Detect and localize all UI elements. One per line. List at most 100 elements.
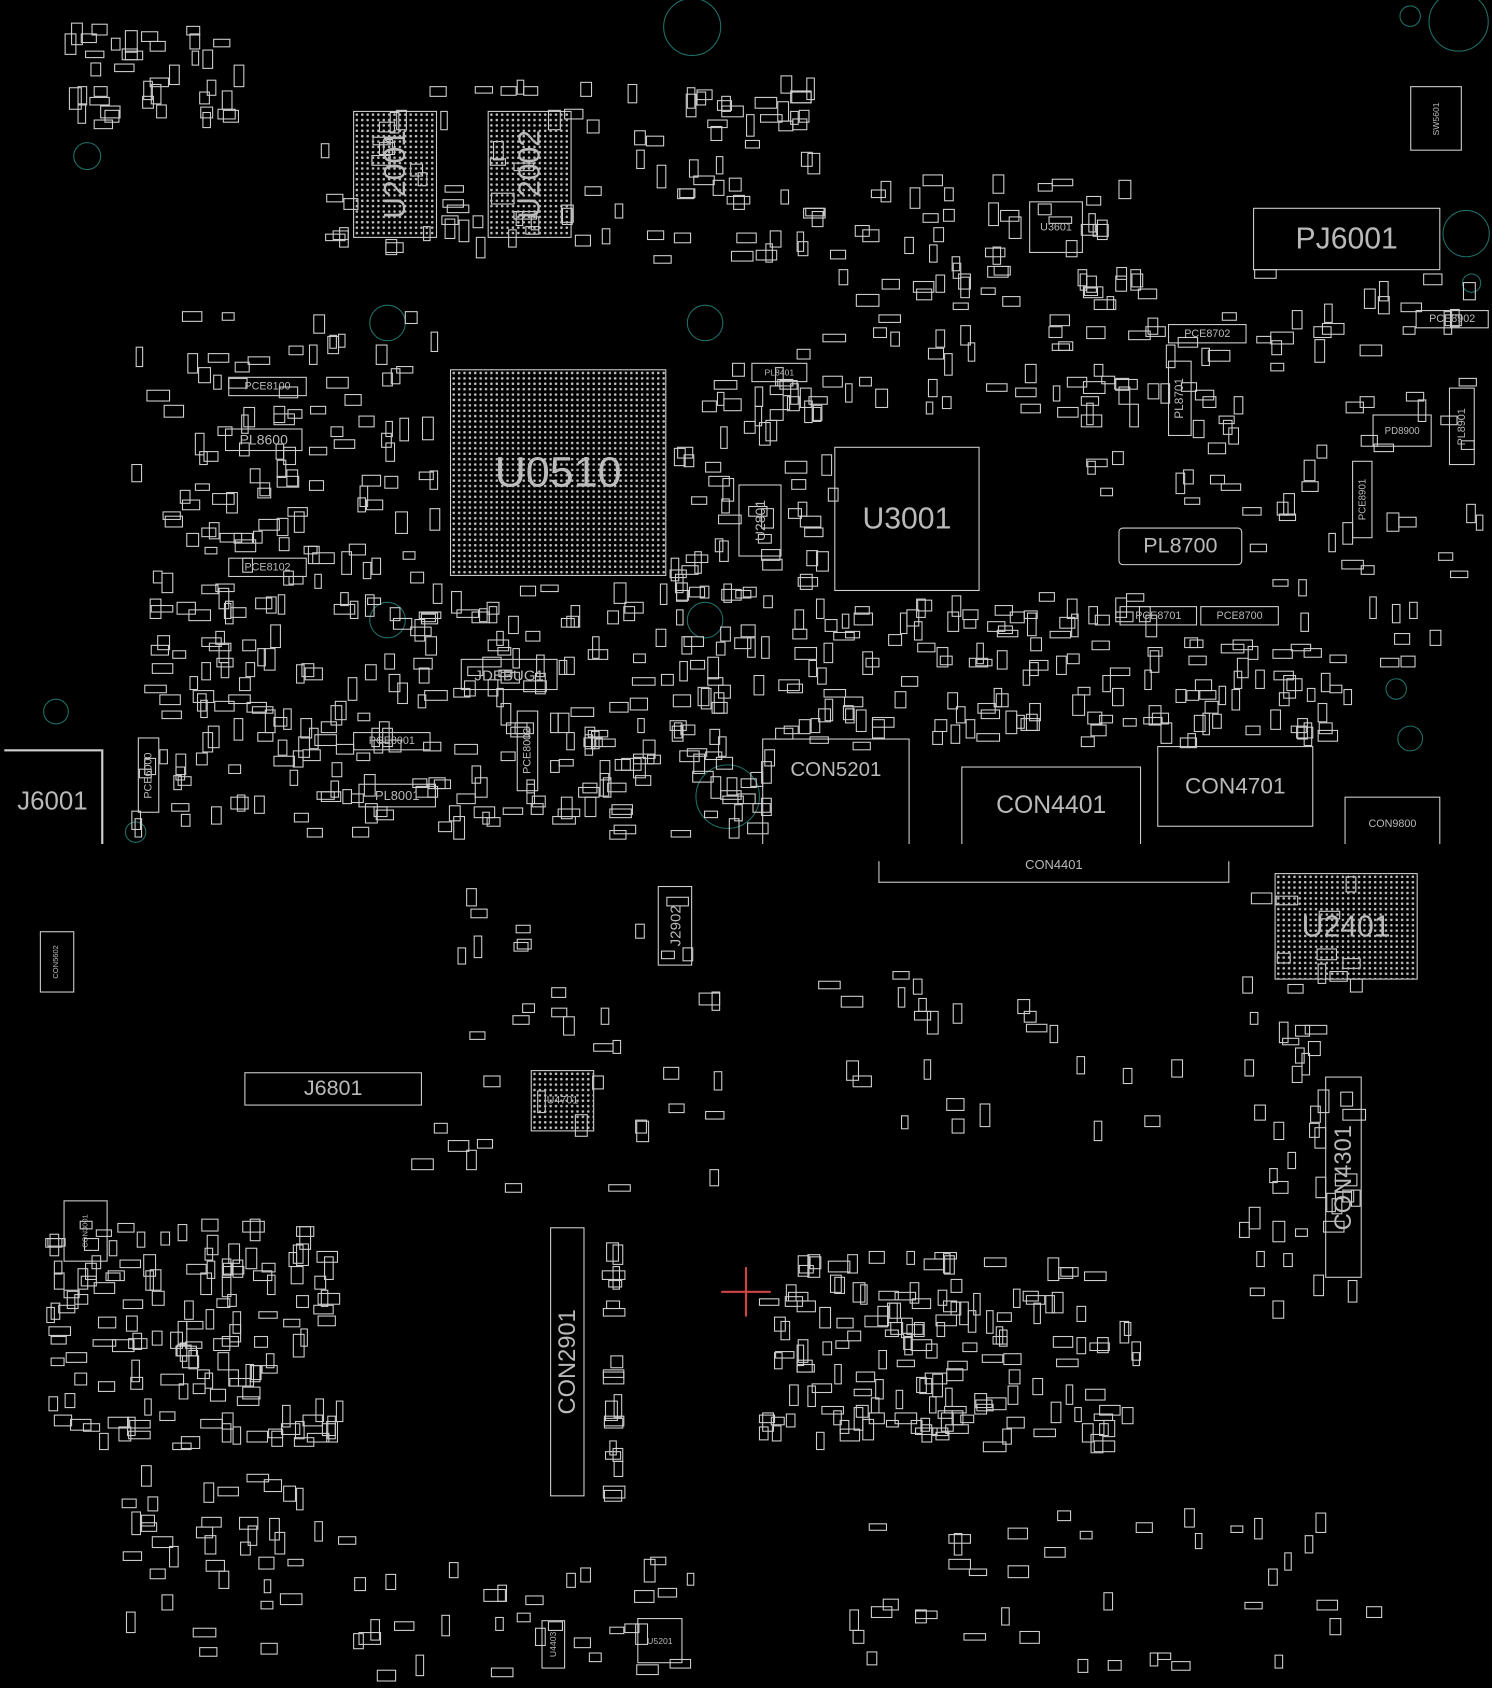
connector-con4701[interactable]: CON4701: [1157, 746, 1314, 827]
smd-part: [221, 312, 235, 321]
smd-part: [199, 450, 208, 465]
capacitor-pce8102[interactable]: PCE8102: [228, 557, 307, 578]
chip-u2002[interactable]: U2002: [487, 110, 572, 238]
smd-part: [1303, 722, 1313, 746]
switch-sw5601[interactable]: SW5601: [1410, 86, 1462, 151]
smd-part: [201, 585, 219, 595]
smd-part: [1188, 655, 1208, 666]
smd-part: [910, 1339, 932, 1352]
smd-part: [797, 501, 808, 517]
smd-part: [774, 1351, 783, 1370]
smd-part: [1249, 543, 1267, 553]
smd-part: [822, 333, 847, 343]
smd-part: [1025, 1023, 1048, 1033]
smd-part: [149, 77, 170, 88]
smd-part: [261, 1263, 276, 1273]
smd-part: [1013, 1288, 1021, 1308]
smd-part: [179, 1342, 188, 1363]
connector-con3001[interactable]: CON3001: [63, 1200, 108, 1262]
inductor-pl8600[interactable]: PL8600: [224, 428, 303, 452]
smd-part: [516, 79, 525, 95]
inductor-pl8701[interactable]: PL8701: [1167, 360, 1192, 436]
smd-part: [1400, 655, 1417, 668]
capacitor-pce8100[interactable]: PCE8100: [228, 376, 307, 397]
connector-pj6001[interactable]: PJ6001: [1253, 207, 1441, 271]
chip-u4403[interactable]: U4403: [541, 1620, 566, 1669]
smd-part: [217, 108, 237, 120]
connector-con4301[interactable]: CON4301: [1325, 1076, 1362, 1278]
connector-j6801[interactable]: J6801: [244, 1072, 422, 1106]
smd-part: [1051, 178, 1074, 187]
capacitor-pce8901[interactable]: PCE8901: [1352, 460, 1373, 539]
smd-part: [1374, 443, 1395, 452]
smd-part: [1003, 1353, 1022, 1366]
connector-con4401[interactable]: CON4401: [961, 766, 1142, 853]
smd-part: [282, 1318, 301, 1328]
smd-part: [1308, 1040, 1321, 1056]
smd-part: [143, 80, 154, 101]
capacitor-pce6000[interactable]: PCE6000: [137, 737, 160, 813]
chip-u0510[interactable]: U0510: [449, 369, 667, 576]
connector-con4401-bottom[interactable]: CON4401: [878, 856, 1230, 883]
connector-j2902[interactable]: J2902: [657, 885, 693, 966]
smd-part: [199, 90, 211, 105]
smd-part: [388, 674, 401, 693]
chip-u2001[interactable]: U2001: [353, 110, 438, 238]
smd-part: [432, 583, 442, 604]
capacitor-pce8902[interactable]: PCE8902: [1415, 310, 1489, 329]
smd-part: [915, 1610, 938, 1620]
inductor-pl8700[interactable]: PL8700: [1118, 527, 1243, 566]
connector-con5201[interactable]: CON5201: [762, 738, 910, 857]
smd-part: [203, 450, 219, 463]
smd-part: [1303, 648, 1323, 659]
smd-part: [201, 1218, 219, 1232]
smd-part: [627, 83, 638, 104]
connector-con5602[interactable]: CON5602: [39, 931, 75, 993]
smd-part: [175, 766, 185, 781]
smd-part: [1112, 687, 1125, 707]
smd-part: [121, 48, 138, 61]
chip-u3601[interactable]: U3601: [1029, 201, 1083, 253]
smd-part: [261, 1364, 278, 1374]
smd-part: [1009, 1369, 1021, 1385]
smd-part: [868, 1523, 887, 1531]
chip-u3001[interactable]: U3001: [834, 446, 980, 592]
capacitor-pce8700[interactable]: PCE8700: [1200, 606, 1279, 626]
diode-pd8900[interactable]: PD8900: [1372, 414, 1432, 447]
smd-part: [97, 1316, 116, 1329]
smd-part: [221, 1423, 232, 1443]
smd-part: [678, 750, 700, 762]
smd-part: [140, 1465, 152, 1487]
connector-jdebug1[interactable]: JDEBUG1: [460, 658, 558, 691]
capacitor-pce8002[interactable]: PCE8002: [516, 710, 539, 792]
chip-u2401[interactable]: U2401: [1274, 873, 1418, 980]
smd-part: [976, 732, 1001, 742]
inductor-pl8401[interactable]: PL8401: [751, 362, 808, 383]
smd-part: [1052, 385, 1060, 402]
chip-u2801[interactable]: U2801: [738, 484, 782, 557]
smd-part: [524, 630, 541, 642]
smd-part: [221, 90, 233, 111]
inductor-pl8001[interactable]: PL8001: [358, 783, 436, 808]
smd-part: [330, 426, 344, 438]
smd-part: [469, 1031, 486, 1040]
capacitor-pce8702[interactable]: PCE8702: [1167, 324, 1247, 344]
smd-part: [852, 1075, 873, 1088]
smd-part: [1304, 1025, 1328, 1035]
smd-part: [1033, 1302, 1042, 1324]
capacitor-pce8701[interactable]: PCE8701: [1119, 606, 1198, 626]
chip-u4701[interactable]: U4701: [530, 1070, 595, 1132]
smd-part: [358, 1632, 382, 1646]
chip-u5201[interactable]: U5201: [637, 1618, 683, 1664]
connector-con2901[interactable]: CON2901: [550, 1227, 585, 1497]
smd-part: [404, 310, 418, 324]
smd-part: [273, 755, 296, 767]
smd-part: [604, 1451, 622, 1460]
inductor-pl8901[interactable]: PL8901: [1448, 387, 1475, 466]
smd-part: [914, 1011, 932, 1021]
smd-part: [787, 507, 803, 520]
capacitor-pce8001[interactable]: PCE8001: [353, 732, 431, 751]
connector-con9800[interactable]: CON9800: [1344, 796, 1441, 851]
label-j6001[interactable]: J6001: [17, 786, 88, 817]
